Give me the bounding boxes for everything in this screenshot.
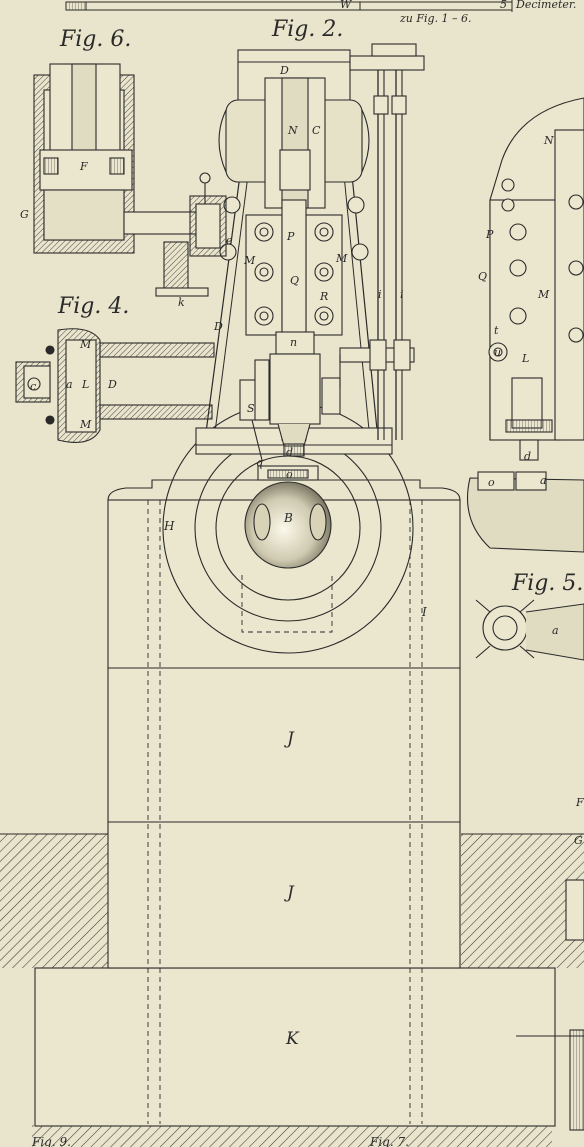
fig4-label-m1: M (79, 338, 92, 351)
fig2-label-r: R (319, 290, 328, 303)
fig2-label-i2: i (400, 288, 404, 301)
fig2-assembly (34, 43, 556, 1127)
fig2-label-i: I (421, 605, 427, 619)
right-label-m: M (537, 288, 550, 301)
right-label-o: o (488, 476, 495, 489)
scale-mark-w: W (340, 0, 353, 11)
fig4-label-m2: M (79, 418, 92, 431)
scale-unit: Decimeter. (515, 0, 576, 11)
fig2-label-n-small: n (290, 336, 297, 349)
fig5-label-a: a (552, 624, 559, 637)
scale-bar (65, 0, 513, 12)
right-label-a: a (540, 474, 547, 487)
fig4-label-c: c (30, 380, 36, 393)
fig6-drawing (33, 63, 227, 297)
fig2-label-q-small: q (256, 456, 263, 469)
fig4-title: Fig. 4. (57, 294, 129, 319)
right-label-p: P (485, 228, 494, 241)
fig2-label-q: Q (290, 274, 299, 287)
fig2-title: Fig. 2. (271, 17, 343, 42)
right-label-d: d (524, 450, 531, 463)
fig2-label-h: H (163, 519, 175, 533)
fig6-label-g: G (20, 208, 29, 221)
fig6-title: Fig. 6. (59, 27, 131, 52)
fig2-label-m1: M (243, 254, 256, 267)
ball-b (244, 481, 332, 569)
right-label-l: L (521, 352, 529, 365)
fig2-label-d: D (279, 64, 289, 77)
fig2-label-b: B (283, 511, 293, 525)
scale-mark-5: 5 (500, 0, 507, 11)
fig4-label-a: a (66, 378, 73, 391)
right-label-t: t (494, 324, 499, 337)
scale-caption: zu Fig. 1 – 6. (399, 12, 472, 25)
fig2-label-o: o (286, 468, 293, 481)
fig2-label-m2: M (335, 252, 348, 265)
fig2-label-j1: J (284, 729, 295, 749)
fig2-label-s: S (247, 402, 255, 415)
foundation-block-k (34, 967, 556, 1127)
fig7-caption: Fig. 7. (369, 1135, 409, 1147)
right-view-drawing (466, 97, 584, 1131)
fig9-caption: Fig. 9. (31, 1135, 71, 1147)
fig2-label-c: C (312, 124, 321, 137)
right-label-g: G (574, 834, 583, 847)
fig2-label-k: K (285, 1029, 300, 1049)
anvil-column (107, 499, 461, 969)
right-label-u: u (494, 346, 501, 359)
fig6-label-e: e (226, 234, 233, 247)
fig4-label-d: D (107, 378, 117, 391)
fig2-label-d-small: d (286, 446, 293, 459)
foundation-hatching (0, 833, 584, 1147)
fig4-label-l: L (81, 378, 89, 391)
fig6-label-f: F (79, 160, 88, 173)
fig4-drawing (15, 328, 215, 443)
fig5-title: Fig. 5. (511, 571, 583, 596)
fig2-label-n: N (287, 124, 298, 137)
fig2-label-d2: D (213, 320, 223, 333)
fig2-label-p: P (286, 230, 295, 243)
right-label-f: F (575, 796, 584, 809)
fig2-label-i1: i (378, 288, 382, 301)
right-label-q: Q (478, 270, 487, 283)
right-label-n: N (543, 134, 554, 147)
fig2-label-j2: J (284, 883, 295, 903)
fig6-label-k: k (178, 296, 185, 309)
